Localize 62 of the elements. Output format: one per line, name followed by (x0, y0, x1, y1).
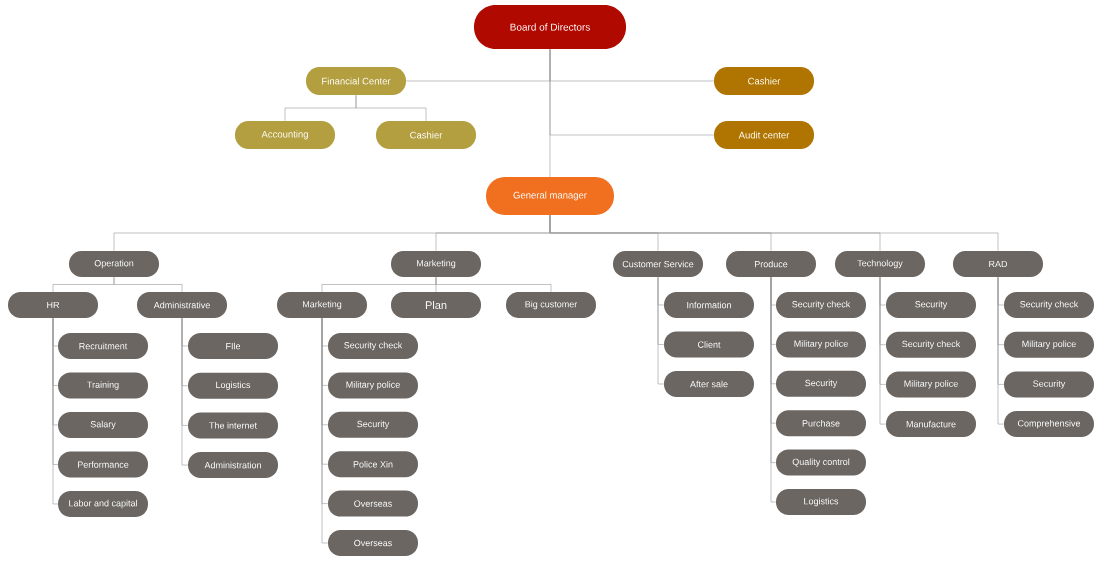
board-box: Board of Directors (474, 5, 626, 49)
department-box: Overseas (328, 530, 418, 556)
department-box: Audit center (714, 121, 814, 149)
department-box: Performance (58, 451, 148, 478)
department-box: Security check (776, 292, 866, 318)
connector-line (113, 276, 183, 293)
department-box: Accounting (235, 121, 335, 149)
department-box: Cashier (376, 121, 476, 149)
connector-line (770, 276, 777, 503)
department-box: Security check (1004, 292, 1094, 318)
department-box: Security (886, 292, 976, 318)
department-box: Comprehensive (1004, 411, 1094, 438)
department-box: Client (664, 331, 754, 358)
department-box: Customer Service (613, 251, 703, 277)
department-box: Security (776, 370, 866, 397)
connector-line (435, 276, 552, 293)
department-box: Financial Center (306, 67, 406, 95)
department-box: Security (1004, 371, 1094, 398)
department-box: Marketing (277, 292, 367, 318)
connector-line (181, 317, 189, 466)
department-box: Training (58, 372, 148, 399)
department-box: Administration (188, 452, 278, 479)
department-box: Logistics (776, 489, 866, 515)
connector-line (549, 48, 551, 178)
department-box: Security (328, 411, 418, 438)
department-box: Information (664, 292, 754, 318)
department-box: Military police (328, 372, 418, 399)
department-box: Military police (1004, 331, 1094, 358)
department-box: Marketing (391, 251, 481, 277)
connector-line (879, 276, 887, 425)
connector-line (355, 94, 427, 122)
department-box: Security check (328, 333, 418, 359)
manager-box: General manager (486, 177, 614, 215)
department-box: Logistics (188, 372, 278, 399)
department-box: Recruitment (58, 333, 148, 359)
department-box: Purchase (776, 410, 866, 437)
department-box: Big customer (506, 292, 596, 318)
department-box: Military police (886, 371, 976, 398)
department-box: Quality control (776, 449, 866, 476)
department-box: The internet (188, 412, 278, 439)
department-box: Police Xin (328, 451, 418, 478)
department-box: Salary (58, 412, 148, 438)
department-box: HR (8, 292, 98, 318)
connector-line (52, 317, 59, 505)
department-box: Plan (391, 292, 481, 318)
department-box: Overseas (328, 490, 418, 517)
department-box: Administrative (137, 292, 227, 318)
department-box: RAD (953, 251, 1043, 277)
department-box: Military police (776, 331, 866, 358)
department-box: FIle (188, 333, 278, 359)
department-box: Produce (726, 251, 816, 277)
department-box: Manufacture (886, 411, 976, 438)
department-box: After sale (664, 371, 754, 397)
connector-line (549, 214, 999, 252)
connector-line (997, 276, 1005, 425)
connector-line (321, 317, 329, 544)
department-box: Security check (886, 331, 976, 358)
department-box: Cashier (714, 67, 814, 95)
department-box: Technology (835, 251, 925, 277)
department-box: Operation (69, 251, 159, 277)
connector-line (657, 276, 665, 385)
department-box: Labor and capital (58, 491, 148, 517)
